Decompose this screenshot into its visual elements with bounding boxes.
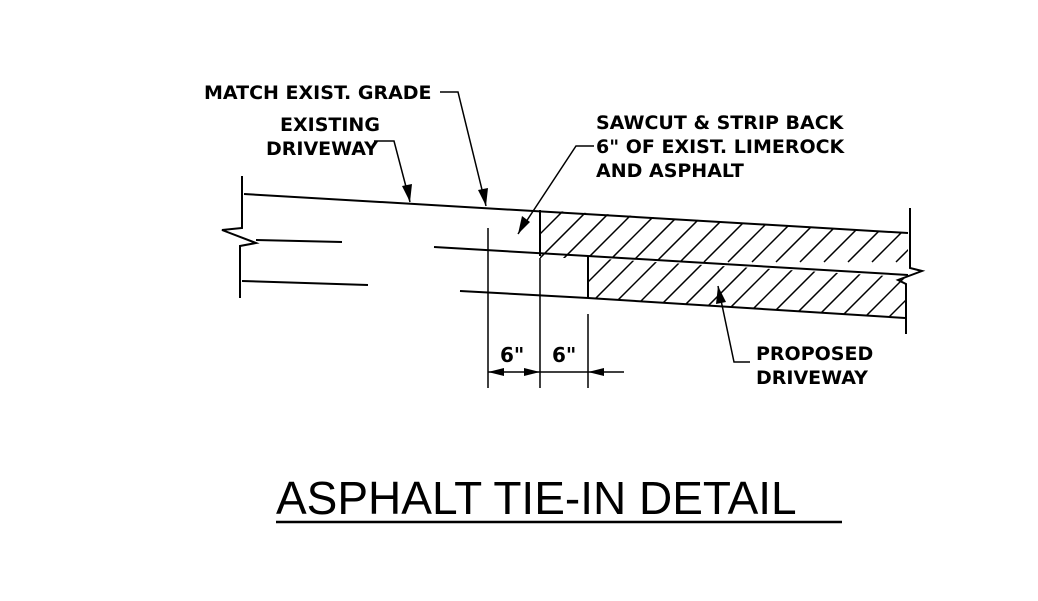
dim-text-left: 6" <box>500 343 524 367</box>
hatch-line <box>588 258 621 318</box>
hatch-line <box>799 210 863 263</box>
existing-limerock-bottom-left <box>241 280 369 286</box>
hatch-line <box>679 210 743 263</box>
label-proposed-driveway-line1: PROPOSED <box>756 343 873 365</box>
leader-match-grade <box>440 91 487 207</box>
hatch-line <box>859 258 905 318</box>
proposed-asphalt-bottom <box>587 255 909 276</box>
right-break-line <box>895 208 926 334</box>
hatch-line <box>727 210 791 263</box>
label-sawcut-line1: SAWCUT & STRIP BACK <box>596 112 845 134</box>
leader-match-grade-arrow <box>478 188 488 206</box>
leader-sawcut-arrow <box>518 216 530 234</box>
hatch-line <box>631 210 695 263</box>
existing-asphalt-bottom-left <box>255 239 343 243</box>
dim-arrow-right-1 <box>588 368 604 376</box>
leader-proposed-driveway-arrow <box>716 286 726 304</box>
dim-arrow-left-1 <box>488 368 504 376</box>
dim-arrow-left-2 <box>524 368 540 376</box>
proposed-limerock-hatch <box>500 250 980 322</box>
leader-sawcut <box>517 145 594 235</box>
hatch-line <box>920 200 982 262</box>
detail-title: ASPHALT TIE-IN DETAIL <box>276 472 797 524</box>
top-grade-line <box>243 193 909 234</box>
hatch-line <box>583 210 647 263</box>
label-proposed-driveway-line2: DRIVEWAY <box>756 367 868 389</box>
label-existing-driveway-line1: EXISTING <box>280 114 380 136</box>
hatch-line <box>559 210 623 263</box>
leader-existing-driveway-arrow <box>402 184 412 202</box>
hatch-line <box>883 258 905 318</box>
dim-text-right: 6" <box>552 343 576 367</box>
proposed-limerock-bottom <box>587 297 906 319</box>
hatch-line <box>540 210 599 263</box>
hatch-line <box>775 210 839 263</box>
hatch-line <box>588 258 645 318</box>
hatch-line <box>895 210 908 263</box>
label-match-exist-grade: MATCH EXIST. GRADE <box>204 82 432 104</box>
label-existing-driveway-line2: DRIVEWAY <box>266 138 378 160</box>
leader-existing-driveway <box>374 140 411 203</box>
hatch-line <box>607 210 671 263</box>
hatch-line <box>588 258 597 318</box>
leader-proposed-driveway <box>717 285 750 363</box>
hatch-line <box>908 250 980 322</box>
existing-asphalt-bottom-right <box>433 246 589 257</box>
label-sawcut-line2: 6" OF EXIST. LIMEROCK <box>596 136 846 158</box>
label-sawcut-line3: AND ASPHALT <box>596 160 744 182</box>
hatch-line <box>500 250 572 322</box>
hatch-line <box>655 210 719 263</box>
existing-limerock-bottom-right <box>459 290 589 299</box>
hatch-line <box>751 210 815 263</box>
hatch-line <box>703 210 767 263</box>
left-break-line <box>221 176 260 298</box>
